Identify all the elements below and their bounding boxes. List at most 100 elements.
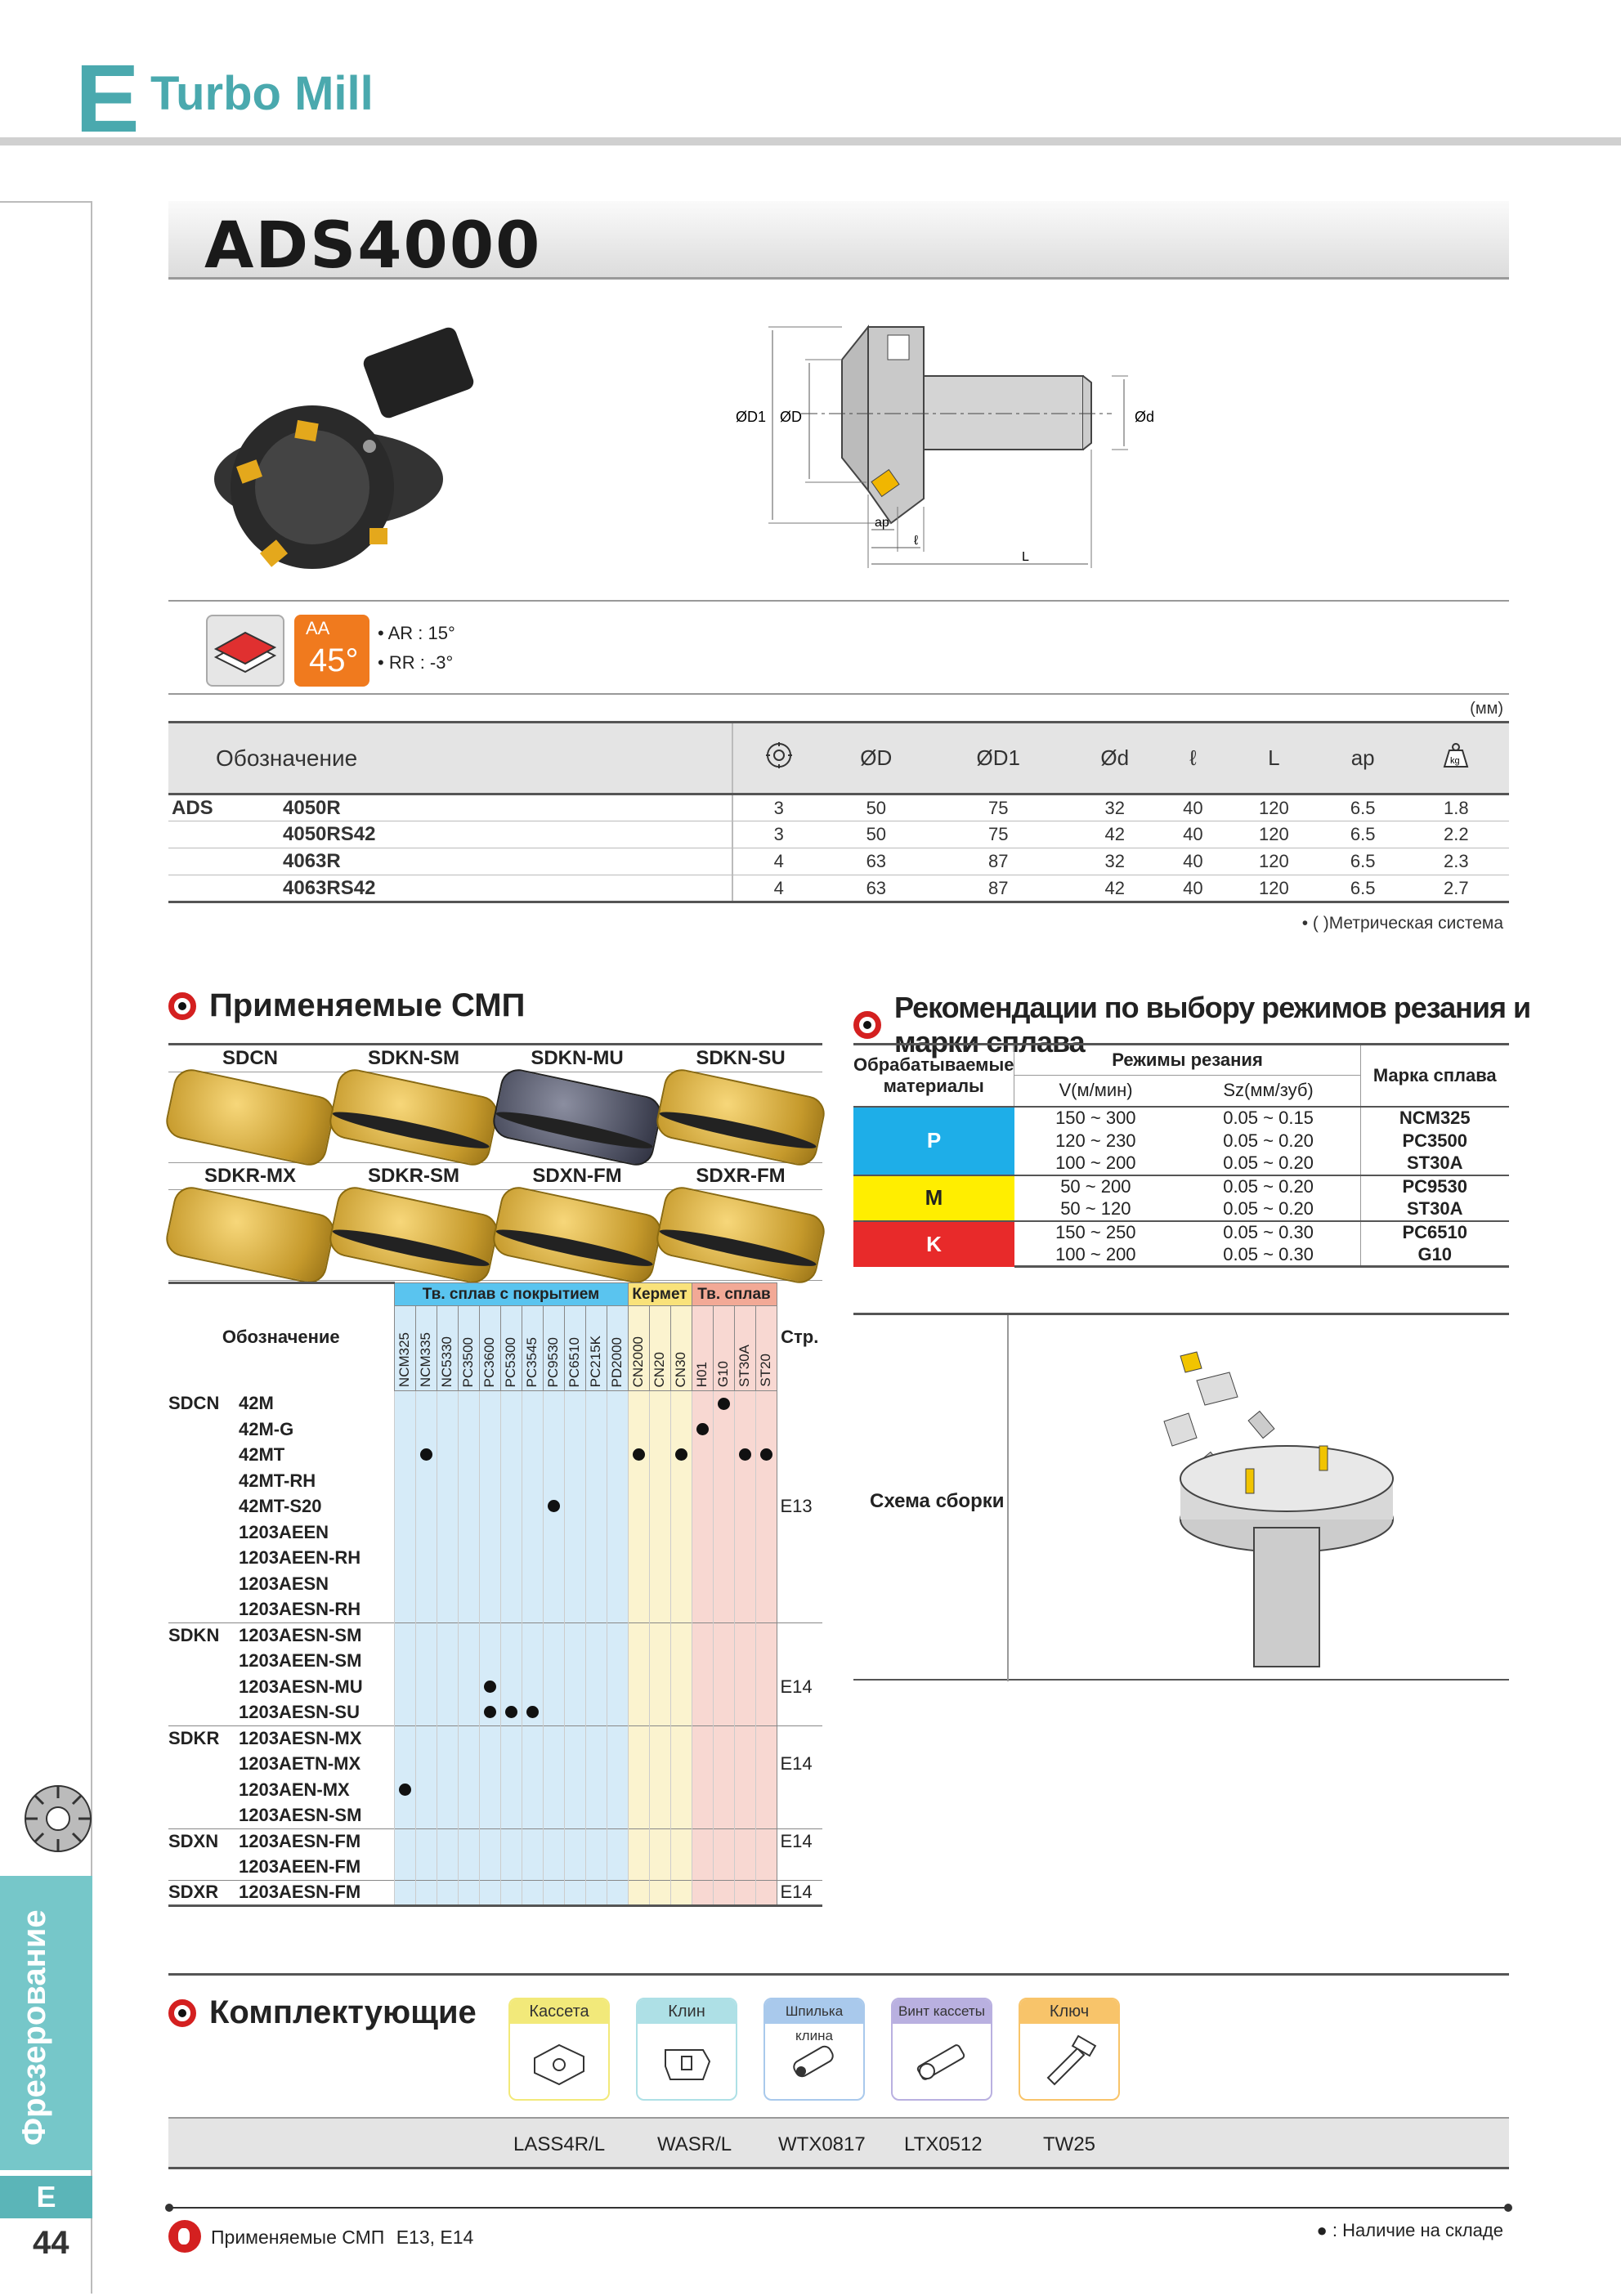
grade-col-name: ST20: [755, 1305, 777, 1391]
grade-cell: [606, 1854, 628, 1880]
grade-cell: [478, 1674, 500, 1700]
insert-name: SDKN-MU: [531, 1047, 624, 1069]
grade-cell: [691, 1519, 713, 1546]
page-ref: [776, 1777, 822, 1803]
grade-cell: [414, 1417, 437, 1443]
grade-cell: [669, 1622, 692, 1649]
grade-name-label: H01: [694, 1361, 710, 1387]
grade-cell: [478, 1417, 500, 1443]
grade-cell: [478, 1622, 500, 1649]
grade-cell: [414, 1596, 437, 1622]
group-carbide: Тв. сплав: [691, 1282, 777, 1306]
grade-cell: [669, 1828, 692, 1855]
grade-cell: [584, 1545, 607, 1571]
grade-cell: [648, 1879, 670, 1907]
grade-name-label: PD2000: [609, 1336, 625, 1387]
rec-col-sz: Sz(мм/зуб): [1176, 1075, 1360, 1108]
spec-cell: 40: [1160, 875, 1225, 903]
grade-cell: [542, 1493, 564, 1519]
accessory-card: Клин: [636, 1998, 737, 2101]
bullet-icon: [168, 1998, 196, 2027]
grade-cell: [691, 1417, 713, 1443]
grade-name-label: CN20: [652, 1351, 667, 1387]
grade-cell: [542, 1390, 564, 1417]
grade-cell: [478, 1571, 500, 1597]
grade-cell: [648, 1622, 670, 1649]
grade-recommendation: PC3500: [1359, 1129, 1509, 1152]
grade-cell: [584, 1390, 607, 1417]
grade-row: 1203AEEN-FM: [168, 1854, 822, 1880]
grade-cell: [436, 1777, 458, 1803]
grade-cell: [584, 1571, 607, 1597]
grade-cell: [627, 1751, 649, 1777]
grade-col-name: NCM335: [414, 1305, 437, 1391]
col-teeth: [732, 721, 825, 795]
feed-per-tooth: 0.05 ~ 0.30: [1176, 1243, 1360, 1268]
grade-cell: [521, 1519, 543, 1546]
group-coated: Тв. сплав с покрытием: [393, 1282, 629, 1306]
grade-cell: [606, 1493, 628, 1519]
grade-cell: [755, 1674, 777, 1700]
insert-shape-icon: [490, 1184, 665, 1287]
grade-cell: [393, 1854, 415, 1880]
feed-per-tooth: 0.05 ~ 0.20: [1176, 1174, 1360, 1198]
grade-cell: [542, 1777, 564, 1803]
spec-cell: 120: [1225, 821, 1323, 848]
grade-col-name: PC3545: [521, 1305, 544, 1391]
cutting-speed: 150 ~ 250: [1014, 1220, 1177, 1244]
grade-cell: [691, 1854, 713, 1880]
grade-cell: [755, 1751, 777, 1777]
spec-cell: 40: [1160, 821, 1225, 848]
label-d: ØD: [780, 409, 802, 425]
page-number: 44: [33, 2225, 69, 2261]
grade-cell: [457, 1622, 479, 1649]
cutting-speed: 50 ~ 200: [1014, 1174, 1177, 1198]
grade-row: 1203AEN-MX: [168, 1777, 822, 1803]
grade-cell: [499, 1751, 522, 1777]
grade-cell: [436, 1442, 458, 1468]
grade-cell: [584, 1442, 607, 1468]
grade-cell: [584, 1674, 607, 1700]
grade-cell: [478, 1545, 500, 1571]
spec-cell: 42: [1068, 875, 1161, 903]
grade-cell: [691, 1879, 713, 1907]
metric-note: • ( )Метрическая система: [1301, 914, 1503, 933]
grade-cell: [755, 1493, 777, 1519]
insert-family: [168, 1494, 239, 1520]
grade-cell: [414, 1468, 437, 1494]
grade-cell: [457, 1596, 479, 1622]
grade-cell: [584, 1828, 607, 1855]
badge-top: AA: [306, 618, 330, 638]
spec-cell: 32: [1068, 794, 1161, 821]
spec-cell: 87: [927, 875, 1069, 903]
grade-cell: [733, 1571, 755, 1597]
wrench-icon: [1046, 2034, 1097, 2086]
grade-cell: [755, 1725, 777, 1752]
grade-cell: [457, 1828, 479, 1855]
spec-code: 4063R: [283, 848, 733, 875]
grade-cell: [584, 1725, 607, 1752]
inserts-heading: Применяемые СМП: [168, 987, 525, 1024]
grade-cell: [606, 1699, 628, 1725]
insert-name: SDXN-FM: [532, 1165, 622, 1187]
grade-cell: [542, 1828, 564, 1855]
in-stock-dot-icon: [483, 1680, 496, 1693]
feed-per-tooth: 0.05 ~ 0.20: [1223, 1198, 1314, 1219]
approach-angle-badge: AA 45°: [294, 615, 369, 687]
insert-shape-icon: [326, 1066, 501, 1169]
in-stock-dot-icon: [504, 1706, 517, 1718]
page-ref: [776, 1519, 822, 1546]
spec-cell: 40: [1160, 848, 1225, 875]
assembly-exploded-view: [1163, 1351, 1394, 1667]
accessory-name: Клин: [638, 1999, 736, 2024]
grade-cell: [563, 1545, 585, 1571]
grade-cell: [691, 1442, 713, 1468]
grade-cell: [499, 1854, 522, 1880]
spec-cell: 1.8: [1403, 794, 1509, 821]
insert-code: 1203AEEN-RH: [239, 1547, 361, 1569]
bullet-icon: [853, 1011, 881, 1039]
insert-family: [168, 1597, 239, 1623]
